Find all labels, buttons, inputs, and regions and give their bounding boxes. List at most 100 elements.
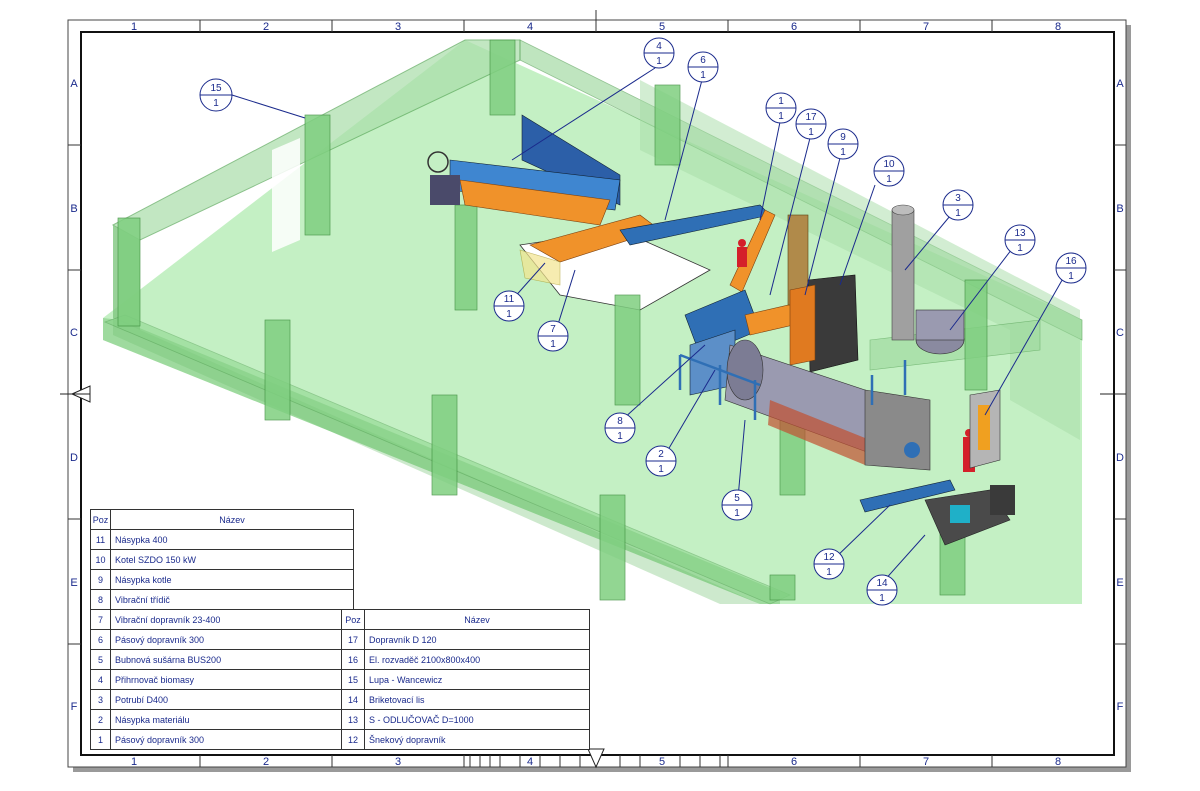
- balloon-11: 111: [493, 290, 525, 322]
- balloon-pos: 13: [1014, 228, 1026, 239]
- balloon-15: 151: [199, 78, 233, 112]
- table-header-row: Poz Název: [90, 509, 354, 530]
- dryer-port: [904, 442, 920, 458]
- balloon-pos: 5: [734, 493, 740, 504]
- row-poz: 2: [90, 709, 111, 730]
- balloon-sheet: 1: [700, 70, 706, 81]
- balloon-pos: 6: [700, 55, 706, 66]
- row-poz: 9: [90, 569, 111, 590]
- header-poz: Poz: [90, 509, 111, 530]
- balloon-sheet: 1: [734, 508, 740, 519]
- balloon-1: 11: [765, 92, 797, 124]
- balloon-16: 161: [1055, 252, 1087, 284]
- row-poz: 5: [90, 649, 111, 670]
- col-label-top: 8: [1055, 21, 1061, 33]
- col-label-bottom: 6: [791, 756, 797, 768]
- balloon-sheet: 1: [1017, 243, 1023, 254]
- column: [454, 204, 478, 311]
- row-name: Bubnová sušárna BUS200: [110, 649, 354, 670]
- balloon-pos: 14: [876, 578, 888, 589]
- drive-motor: [430, 175, 460, 205]
- row-poz: 6: [90, 629, 111, 650]
- drum-dryer-inlet: [726, 339, 764, 401]
- balloon-6: 61: [687, 51, 719, 83]
- screw-conveyor-12: [859, 479, 956, 513]
- column: [431, 394, 458, 496]
- row-poz: 4: [90, 669, 111, 690]
- row-poz: 14: [341, 689, 365, 710]
- column: [599, 494, 626, 601]
- row-name: Násypka 400: [110, 529, 354, 550]
- column: [117, 217, 141, 327]
- cabinet-panel: [978, 405, 990, 450]
- row-poz: 15: [341, 669, 365, 690]
- column: [964, 279, 988, 391]
- balloon-pos: 8: [617, 416, 623, 427]
- column: [654, 84, 681, 166]
- balloon-pos: 2: [658, 449, 664, 460]
- row-poz: 17: [341, 629, 365, 650]
- pipe-top: [891, 204, 915, 216]
- row-poz: 7: [90, 609, 111, 630]
- drum-dryer-base: [768, 400, 870, 465]
- column: [264, 319, 291, 421]
- balloon-sheet: 1: [506, 309, 512, 320]
- table-header-row: Poz Název: [341, 609, 590, 630]
- boiler: [807, 274, 859, 373]
- col-label-bottom: 5: [659, 756, 665, 768]
- col-label-bottom: 2: [263, 756, 269, 768]
- balloon-7: 71: [537, 320, 569, 352]
- row-label-left: A: [70, 78, 78, 90]
- balloon-9: 91: [827, 128, 859, 160]
- pipe-d400: [891, 209, 915, 341]
- row-label-left: B: [70, 203, 77, 215]
- balloon-sheet: 1: [656, 56, 662, 67]
- balloon-8: 81: [604, 412, 636, 444]
- row-name: Lupa - Wancewicz: [364, 669, 590, 690]
- boiler-hopper: [789, 284, 816, 366]
- press-hopper: [950, 505, 970, 523]
- row-label-right: D: [1116, 452, 1124, 464]
- cyclone-body: [915, 309, 965, 341]
- row-name: Pásový dopravník 300: [110, 729, 354, 750]
- row-name: Vibrační třídič: [110, 589, 354, 610]
- zone-labels: 1 2 3 4 5 6 7 8 1 2 3 4 5 6 7 8 A B C D …: [70, 21, 1124, 768]
- press-motor: [990, 485, 1015, 515]
- col-label-top: 1: [131, 21, 137, 33]
- hall-illustration: [103, 39, 1083, 605]
- row-label-right: C: [1116, 327, 1124, 339]
- column: [614, 294, 641, 406]
- balloon-sheet: 1: [840, 147, 846, 158]
- column: [304, 114, 331, 236]
- row-label-right: E: [1116, 577, 1123, 589]
- row-label-right: F: [1117, 701, 1124, 713]
- balloon-10: 101: [873, 155, 905, 187]
- balloon-sheet: 1: [886, 174, 892, 185]
- balloon-pos: 17: [805, 112, 817, 123]
- col-label-top: 7: [923, 21, 929, 33]
- balloon-17: 171: [795, 108, 827, 140]
- row-name: Násypka materiálu: [110, 709, 354, 730]
- row-label-left: D: [70, 452, 78, 464]
- operator-head: [738, 239, 746, 247]
- row-name: El. rozvaděč 2100x800x400: [364, 649, 590, 670]
- balloon-4: 41: [643, 37, 675, 69]
- balloon-pos: 10: [883, 159, 895, 170]
- row-poz: 8: [90, 589, 111, 610]
- col-label-bottom: 3: [395, 756, 401, 768]
- col-label-top: 2: [263, 21, 269, 33]
- col-label-bottom: 4: [527, 756, 533, 768]
- balloon-sheet: 1: [213, 98, 219, 109]
- balloon-pos: 11: [504, 294, 515, 305]
- balloon-5: 51: [721, 489, 753, 521]
- header-poz: Poz: [341, 609, 365, 630]
- header-name: Název: [110, 509, 354, 530]
